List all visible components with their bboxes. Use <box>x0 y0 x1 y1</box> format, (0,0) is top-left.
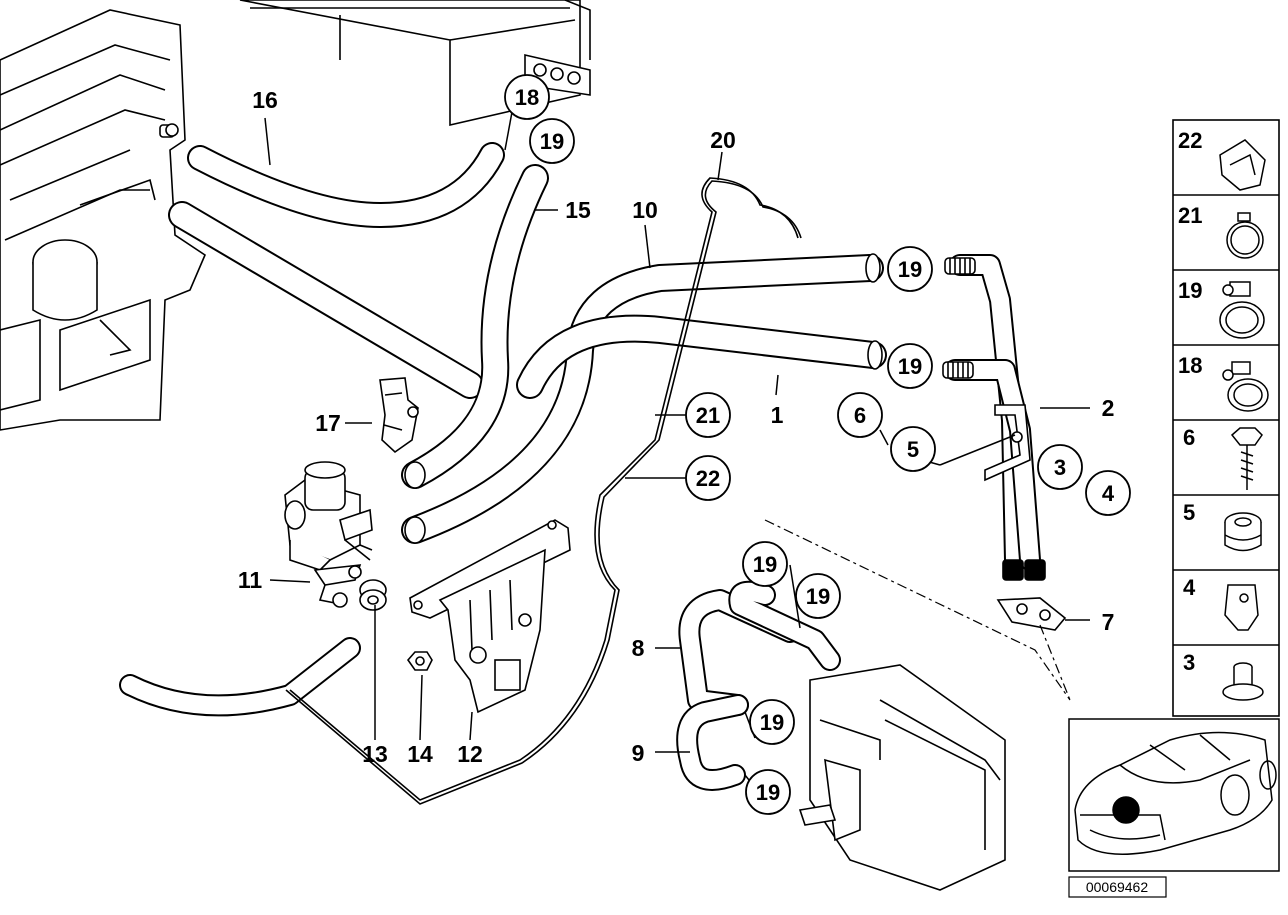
grommet-13 <box>359 579 387 611</box>
circle-19-c: 19 <box>898 354 922 379</box>
circle-22: 22 <box>696 466 720 491</box>
callout-17: 17 <box>315 410 341 436</box>
callout-15: 15 <box>565 197 591 223</box>
callout-12: 12 <box>457 741 483 767</box>
circle-21: 21 <box>696 403 720 428</box>
circle-19-b: 19 <box>898 257 922 282</box>
circle-6: 6 <box>854 403 866 428</box>
legend-label-5: 5 <box>1183 500 1195 525</box>
legend-label-21: 21 <box>1178 203 1202 228</box>
legend-label-18: 18 <box>1178 353 1202 378</box>
callout-numbers: 16 15 10 20 1 2 7 17 11 13 14 12 8 9 <box>238 87 1115 767</box>
callout-13: 13 <box>362 741 388 767</box>
doc-id-box: 00069462 <box>1068 876 1167 898</box>
bracket-17 <box>379 377 419 454</box>
leader-lines <box>264 111 1090 801</box>
circle-19-g: 19 <box>756 780 780 805</box>
circle-3: 3 <box>1054 455 1066 480</box>
circle-19-a: 19 <box>540 129 564 154</box>
circled-callout-labels: 18 19 19 19 21 22 6 5 3 4 19 19 19 19 <box>515 85 1115 805</box>
callout-20: 20 <box>710 127 736 153</box>
legend-label-4: 4 <box>1183 575 1196 600</box>
circle-19-e: 19 <box>806 584 830 609</box>
callout-14: 14 <box>407 741 433 767</box>
circled-callouts <box>504 74 1131 815</box>
legend-label-19: 19 <box>1178 278 1202 303</box>
callout-10: 10 <box>632 197 658 223</box>
callout-1: 1 <box>771 402 784 428</box>
dash-lines <box>764 519 1071 701</box>
callout-11: 11 <box>238 567 263 593</box>
circle-4: 4 <box>1102 481 1115 506</box>
hoses-8-9 <box>676 580 841 791</box>
location-marker <box>1112 796 1140 824</box>
clip-icon <box>1219 139 1266 191</box>
callout-7: 7 <box>1102 609 1115 635</box>
clip-nut-icon <box>1224 584 1259 631</box>
holder-12 <box>409 519 571 714</box>
callout-8: 8 <box>632 635 645 661</box>
screw-icon <box>1230 427 1263 446</box>
pipe-fittings <box>942 257 1067 631</box>
engine-block <box>0 9 206 431</box>
circle-18: 18 <box>515 85 539 110</box>
hoses <box>119 142 887 717</box>
tube-20 <box>285 177 802 805</box>
legend-icons <box>1219 139 1269 701</box>
water-valve <box>284 461 373 608</box>
circle-19-d: 19 <box>753 552 777 577</box>
legend-labels: 22 21 19 18 6 5 4 3 <box>1178 128 1202 675</box>
legend-label-6: 6 <box>1183 425 1195 450</box>
legend-label-3: 3 <box>1183 650 1195 675</box>
callout-16: 16 <box>252 87 278 113</box>
reservoir <box>798 664 1006 891</box>
callout-9: 9 <box>632 740 645 766</box>
document-id: 00069462 <box>1086 879 1149 895</box>
car-location-thumbnail <box>1068 718 1280 872</box>
circle-5: 5 <box>907 437 919 462</box>
circle-19-f: 19 <box>760 710 784 735</box>
hose-ends <box>165 123 883 544</box>
callout-2: 2 <box>1102 395 1115 421</box>
nut-14 <box>406 651 433 671</box>
legend-label-22: 22 <box>1178 128 1202 153</box>
